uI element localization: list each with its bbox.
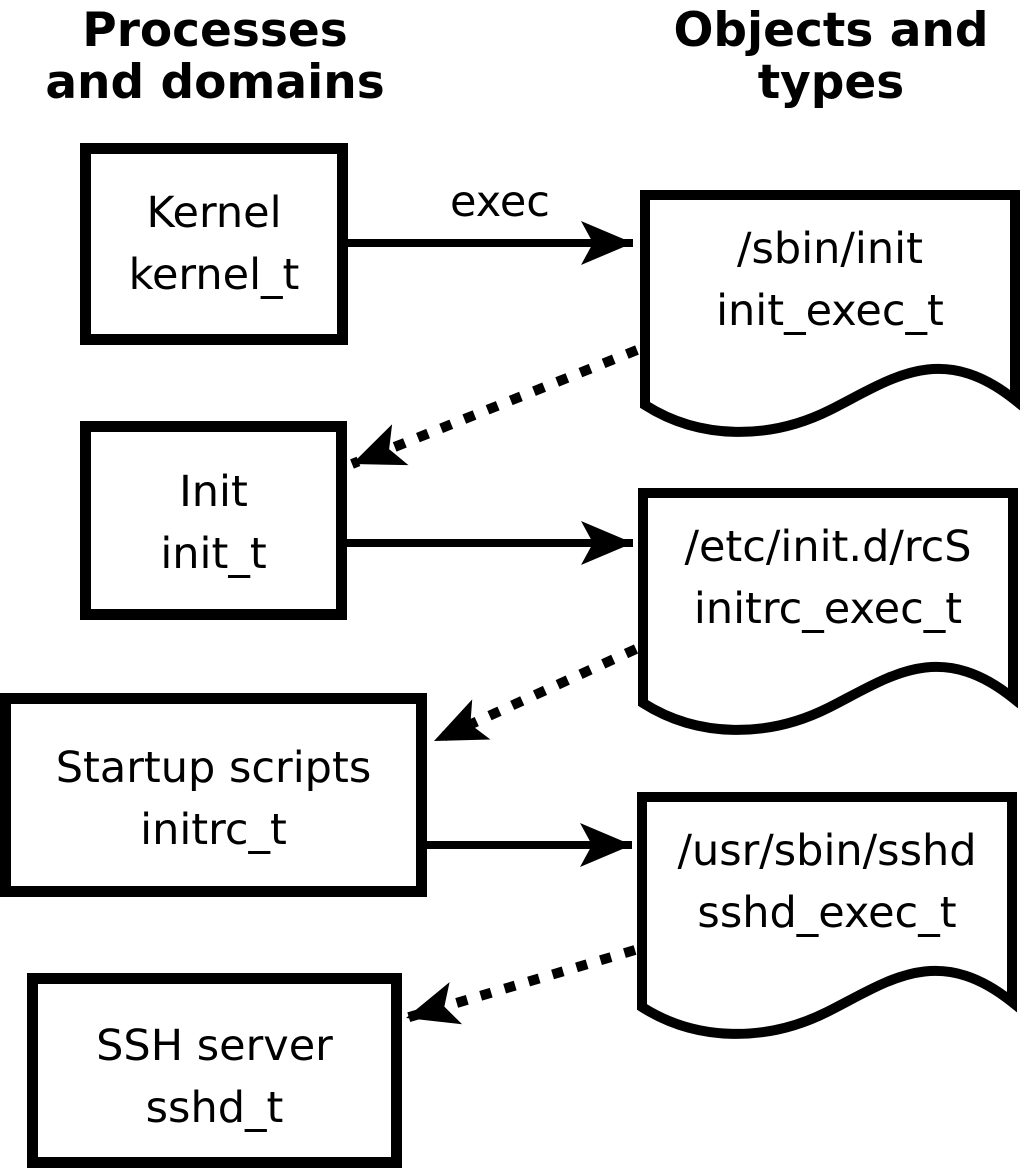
process-domain: kernel_t xyxy=(128,250,300,300)
process-name: Kernel xyxy=(146,188,282,238)
document-shape-etc-initd-rcs xyxy=(638,488,1018,735)
process-name: Init xyxy=(179,467,248,517)
process-name: Startup scripts xyxy=(55,743,372,793)
column-header-processes-and-domains: Processes and domains xyxy=(20,5,410,109)
transition-arrow-initrc-exec-to-initrc-t xyxy=(431,644,639,746)
process-name: SSH server xyxy=(96,1020,333,1071)
process-domain: init_t xyxy=(160,529,267,579)
exec-arrow-label: exec xyxy=(450,177,550,227)
process-domain: sshd_t xyxy=(145,1082,284,1133)
transition-arrow-init-exec-to-init-t xyxy=(350,345,639,469)
header-line: types xyxy=(757,55,905,110)
header-line: Objects and xyxy=(673,3,989,58)
process-box-kernel: Kernel kernel_t xyxy=(80,143,348,345)
document-shape-usr-sbin-sshd xyxy=(637,792,1017,1039)
header-line: and domains xyxy=(45,55,385,110)
process-box-ssh-server: SSH server sshd_t xyxy=(27,973,402,1168)
process-box-init: Init init_t xyxy=(80,421,347,620)
document-shape-sbin-init xyxy=(640,190,1020,437)
column-header-objects-and-types: Objects and types xyxy=(638,5,1024,109)
process-domain: initrc_t xyxy=(140,805,287,855)
header-line: Processes xyxy=(82,3,348,58)
process-box-startup-scripts: Startup scripts initrc_t xyxy=(0,693,427,897)
transition-arrow-sshd-exec-to-sshd-t xyxy=(404,945,637,1025)
